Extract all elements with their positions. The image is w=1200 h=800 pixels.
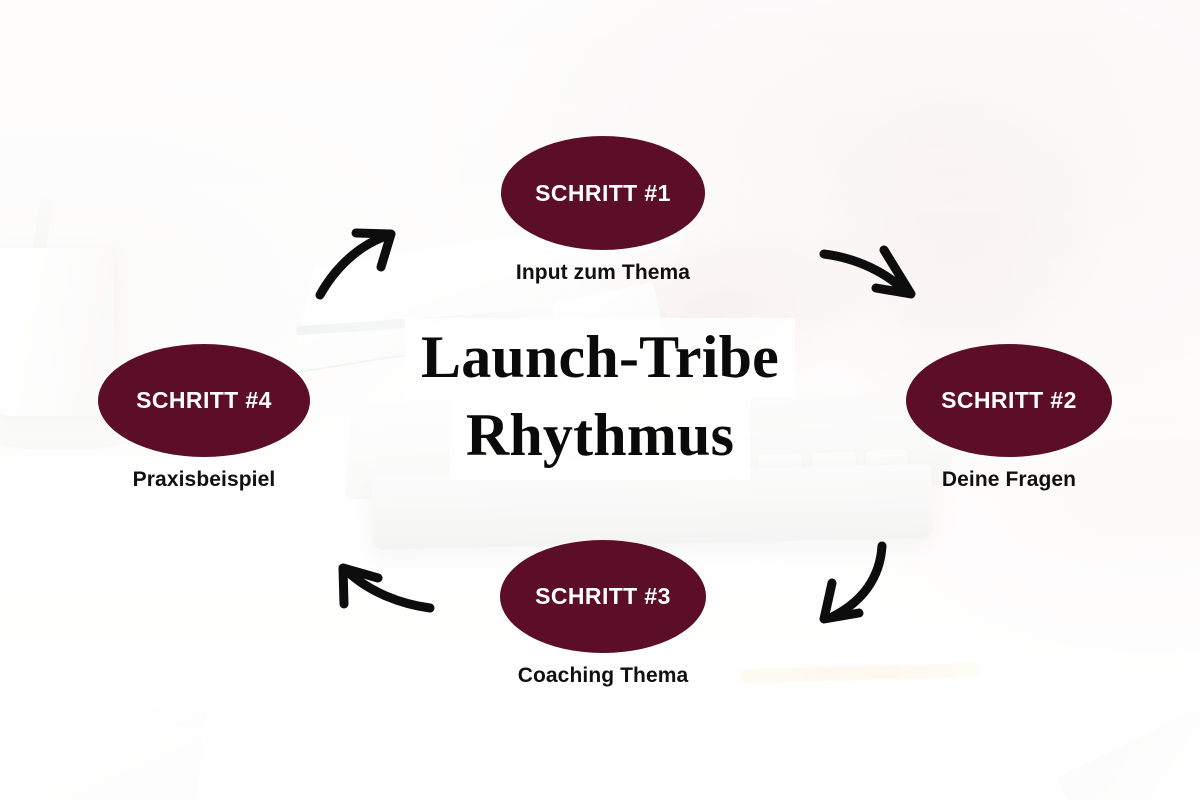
- step-node-1[interactable]: SCHRITT #1 Input zum Thema: [478, 136, 728, 285]
- step-badge-1[interactable]: SCHRITT #1: [501, 136, 705, 250]
- step-node-3[interactable]: SCHRITT #3 Coaching Thema: [478, 540, 728, 688]
- step-node-2[interactable]: SCHRITT #2 Deine Fragen: [886, 344, 1132, 492]
- step-node-4[interactable]: SCHRITT #4 Praxisbeispiel: [80, 344, 328, 492]
- step-label-4: Praxisbeispiel: [132, 468, 276, 491]
- step-label-1: Input zum Thema: [515, 261, 691, 284]
- step-badge-4[interactable]: SCHRITT #4: [98, 344, 310, 457]
- step-label-3: Coaching Thema: [517, 664, 689, 687]
- step-badge-2[interactable]: SCHRITT #2: [906, 344, 1112, 457]
- step-badge-3[interactable]: SCHRITT #3: [500, 540, 706, 653]
- step-label-2: Deine Fragen: [941, 468, 1077, 491]
